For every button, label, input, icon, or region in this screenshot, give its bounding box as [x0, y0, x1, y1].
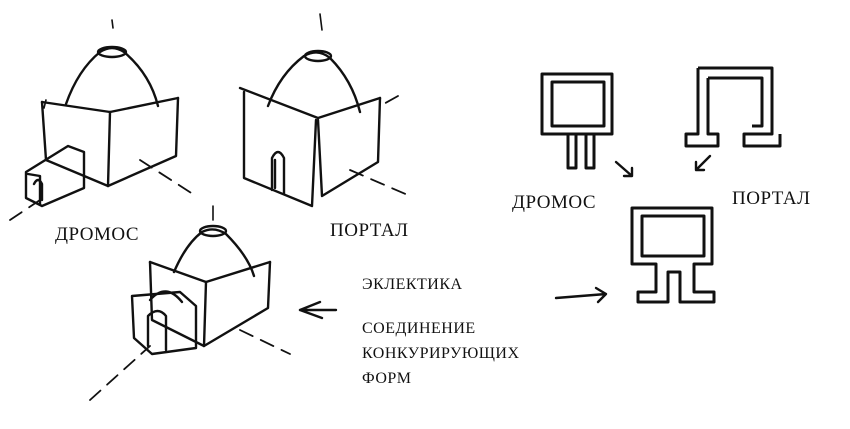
dromos-plan — [540, 72, 614, 170]
label-portal-left: ПОРТАЛ — [330, 220, 409, 241]
label-dromos-left: ДРОМОС — [55, 224, 140, 245]
label-combination-line-2: КОНКУРИРУЮЩИХ — [362, 345, 520, 362]
label-dromos-right: ДРОМОС — [512, 192, 597, 213]
arrow-portal — [694, 154, 712, 172]
portal-building-sketch — [238, 13, 411, 208]
label-portal-right: ПОРТАЛ — [732, 188, 811, 209]
portal-plan — [684, 66, 782, 148]
arrow-dromos — [614, 160, 634, 178]
label-eclectic: ЭКЛЕКТИКА — [362, 276, 463, 293]
dromos-building-sketch — [9, 19, 197, 221]
eclectic-plan — [630, 206, 716, 304]
arrow-eclectic — [554, 286, 608, 304]
label-combination-line-1: СОЕДИНЕНИЕ — [362, 320, 476, 337]
eclectic-building-sketch — [89, 205, 338, 401]
label-combination-line-3: ФОРМ — [362, 370, 412, 387]
label-combination: СОЕДИНЕНИЕ КОНКУРИРУЮЩИХ ФОРМ — [362, 316, 520, 391]
